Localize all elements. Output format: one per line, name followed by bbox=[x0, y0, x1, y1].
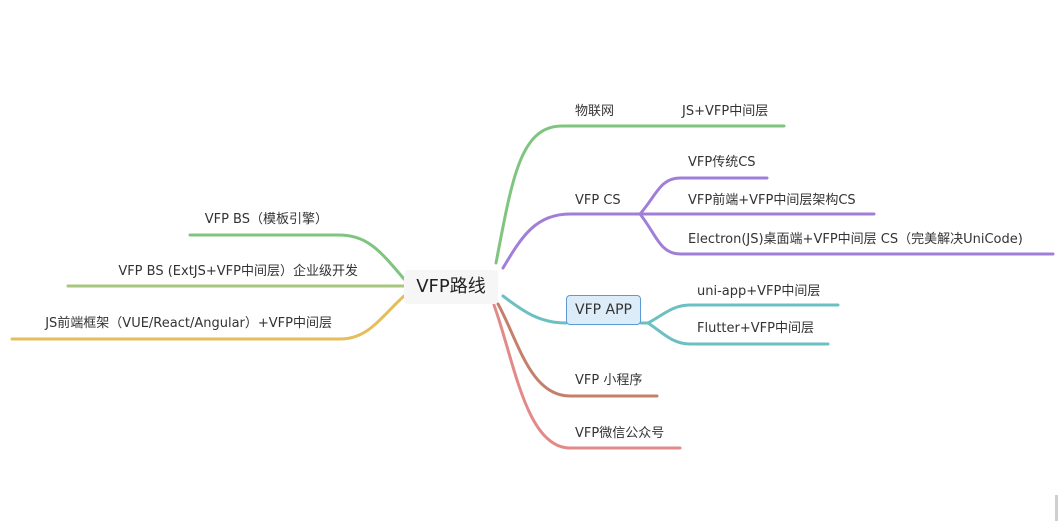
branch-bs-template[interactable]: VFP BS（模板引擎） bbox=[204, 212, 328, 227]
scrollbar-edge[interactable] bbox=[1055, 495, 1058, 521]
branch-iot[interactable]: 物联网 bbox=[575, 104, 615, 119]
connector-mini bbox=[496, 302, 659, 398]
connector-js-frameworks bbox=[10, 294, 406, 341]
connector-wechat bbox=[492, 303, 682, 450]
connector-app bbox=[501, 294, 568, 325]
branch-app-selected[interactable]: VFP APP bbox=[566, 295, 641, 325]
leaf-cs-frontend-middle[interactable]: VFP前端+VFP中间层架构CS bbox=[688, 193, 856, 208]
connector-app-child-2 bbox=[646, 321, 830, 346]
branch-js-frameworks[interactable]: JS前端框架（VUE/React/Angular）+VFP中间层 bbox=[45, 316, 332, 331]
branch-bs-extjs[interactable]: VFP BS (ExtJS+VFP中间层）企业级开发 bbox=[118, 264, 358, 279]
connector-cs-child-1 bbox=[638, 176, 769, 216]
branch-mini-program[interactable]: VFP 小程序 bbox=[575, 373, 643, 388]
root-node[interactable]: VFP路线 bbox=[404, 270, 498, 304]
connector-bs-template bbox=[188, 233, 406, 281]
connector-cs-child-3 bbox=[638, 212, 1055, 256]
connector-cs bbox=[501, 212, 642, 270]
connector-iot bbox=[494, 124, 668, 265]
connector-app-child-1 bbox=[646, 303, 840, 325]
branch-wechat[interactable]: VFP微信公众号 bbox=[575, 426, 665, 441]
leaf-app-uniapp[interactable]: uni-app+VFP中间层 bbox=[697, 284, 821, 299]
leaf-cs-traditional[interactable]: VFP传统CS bbox=[688, 155, 756, 170]
leaf-iot-js-middle[interactable]: JS+VFP中间层 bbox=[682, 104, 769, 119]
branch-cs[interactable]: VFP CS bbox=[575, 193, 621, 208]
leaf-app-flutter[interactable]: Flutter+VFP中间层 bbox=[697, 321, 814, 336]
leaf-cs-electron[interactable]: Electron(JS)桌面端+VFP中间层 CS（完美解决UniCode) bbox=[688, 232, 1023, 247]
